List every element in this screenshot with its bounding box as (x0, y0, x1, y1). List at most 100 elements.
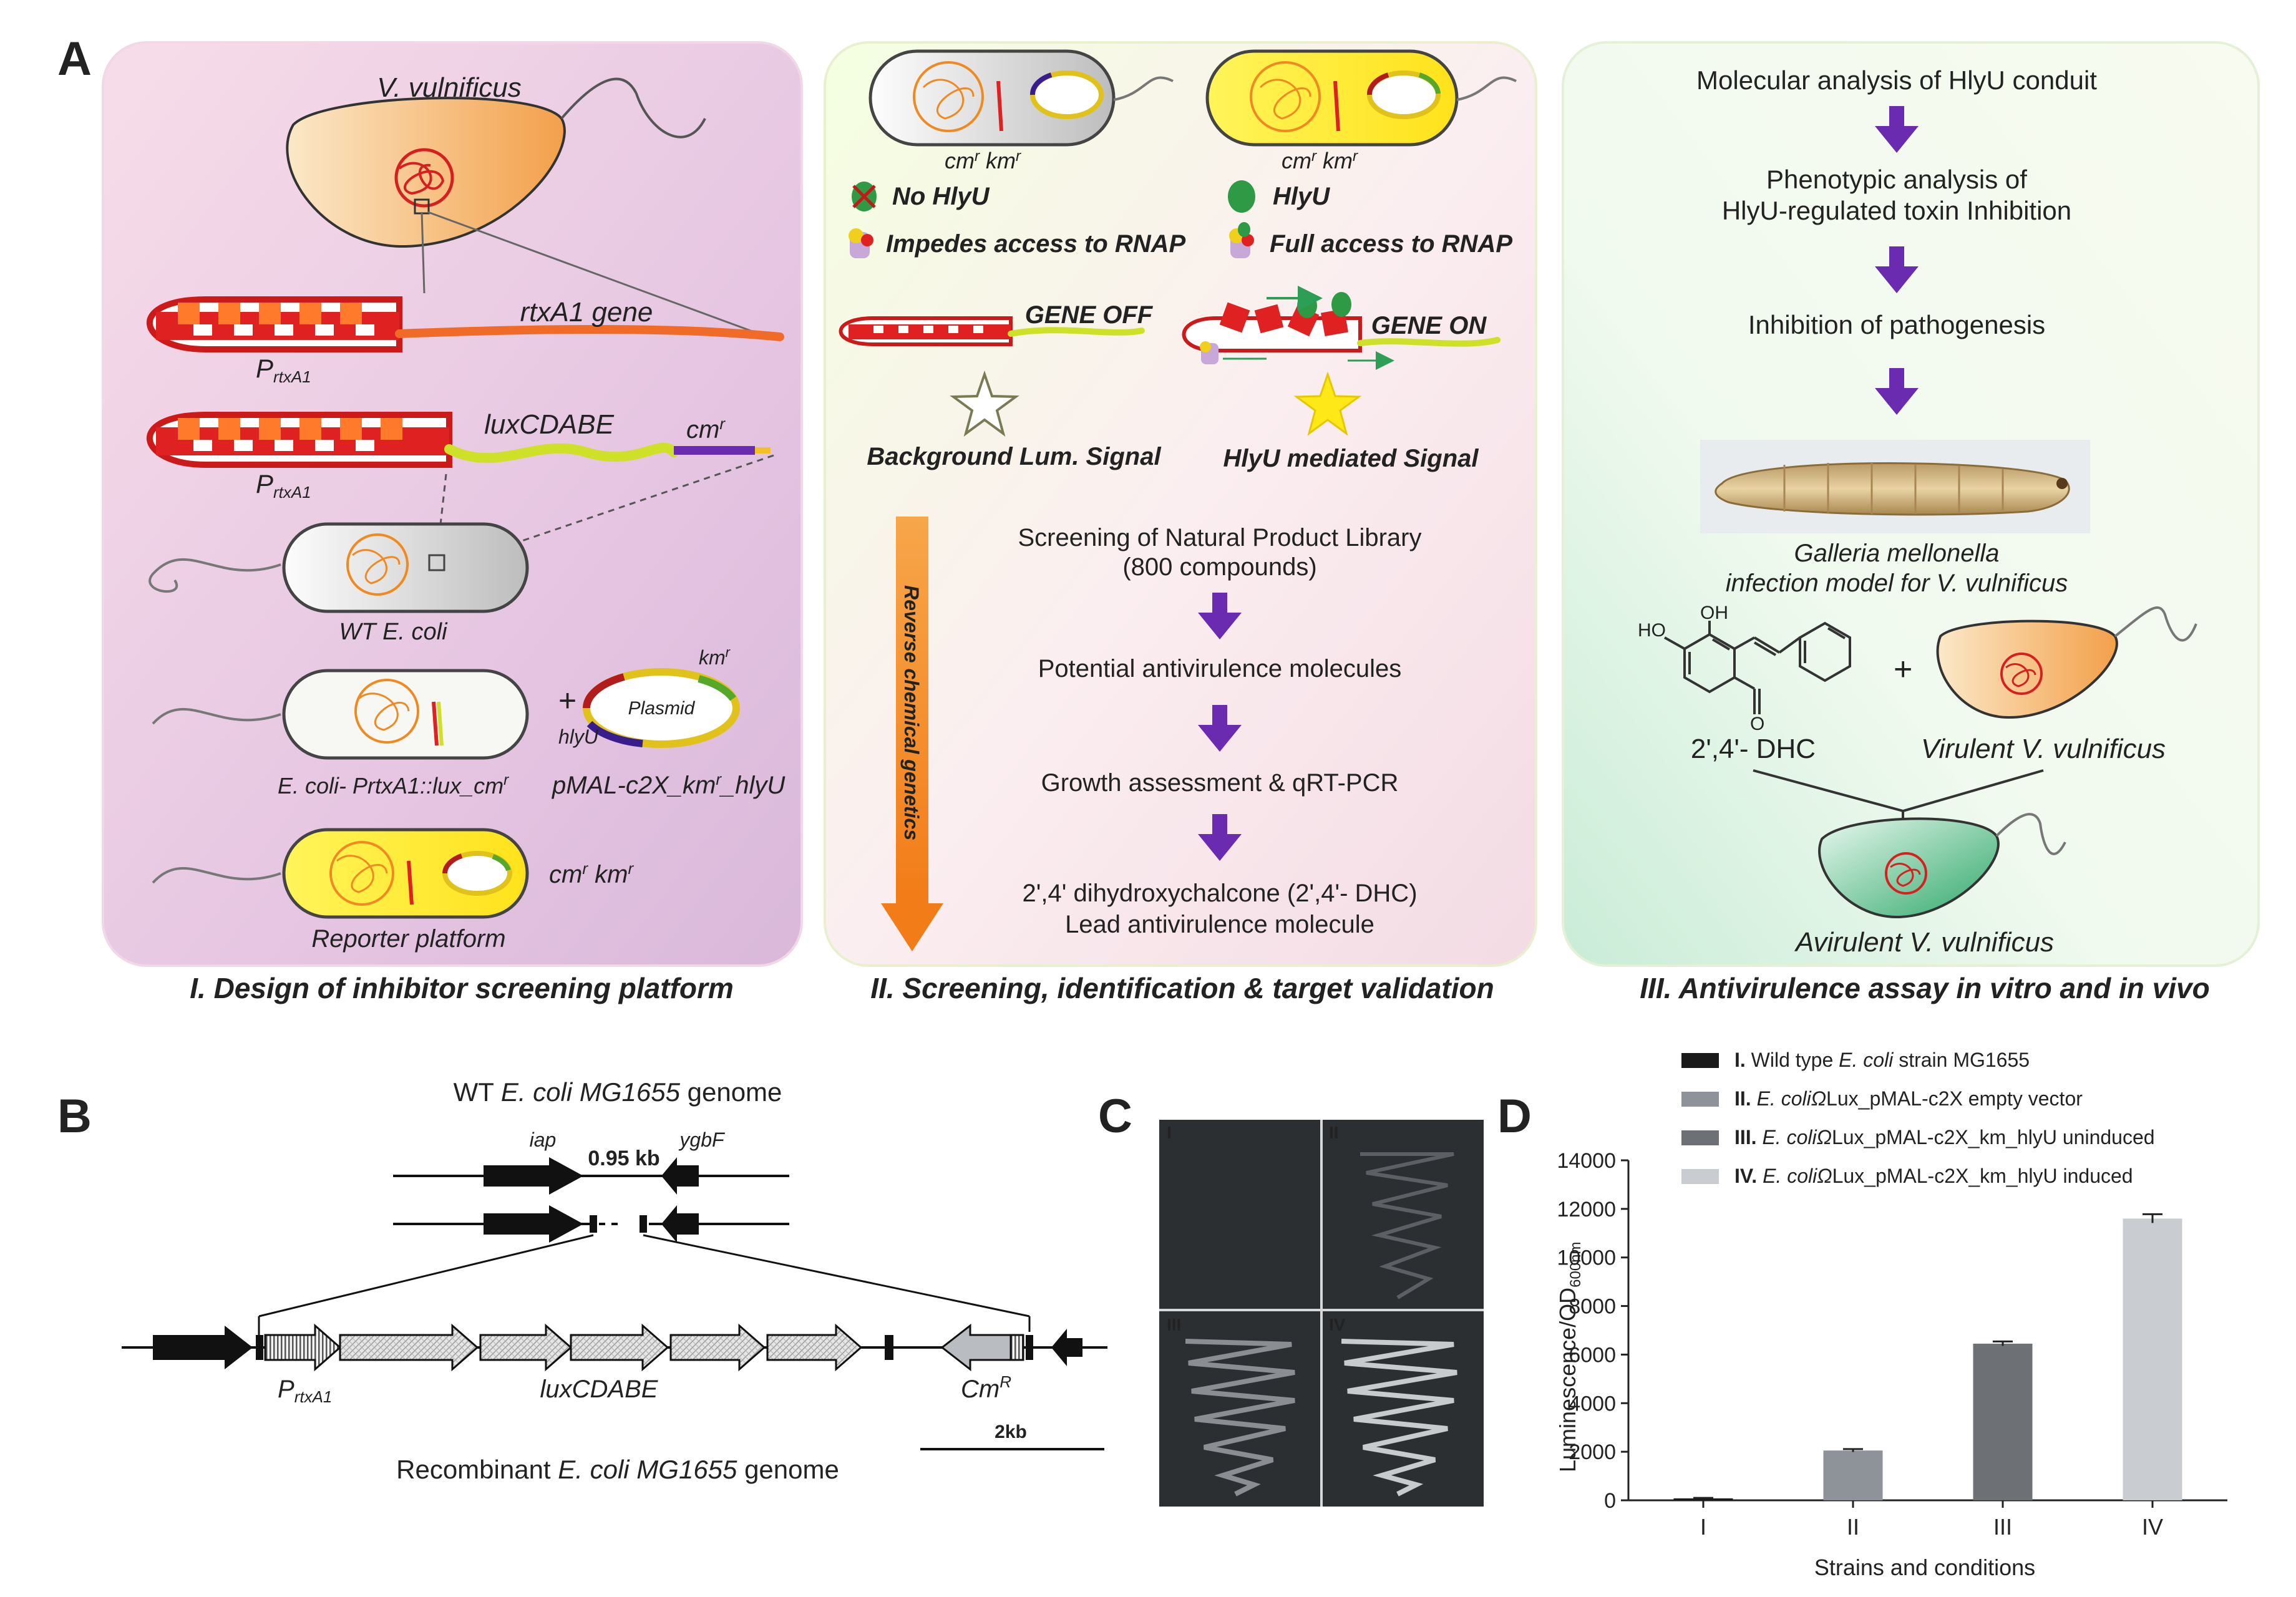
prtxa1-label: PrtxA1 (278, 1376, 332, 1406)
plasmid-icon (583, 668, 740, 748)
star-outline-icon (950, 370, 1019, 437)
step-phenotypic-label: Phenotypic analysis of (1766, 165, 2027, 194)
pmal-label: pMAL-c2X_kmr_hlyU (552, 770, 786, 799)
bar (1673, 1498, 1733, 1500)
y-tick-label: 4000 (1569, 1392, 1616, 1415)
down-arrow-icon (1198, 814, 1242, 861)
zoom-line (421, 211, 426, 294)
y-axis-label: Luminescence/OD600nm (1555, 1241, 1584, 1472)
wt-genome-map (393, 1157, 789, 1195)
y-tick-label: 14000 (1557, 1149, 1616, 1173)
gene-on-promoter-icon (1182, 286, 1501, 370)
cm-label: cmr (686, 414, 726, 444)
step-screening-count: (800 compounds) (1122, 553, 1316, 581)
y-tick-label: 10000 (1557, 1246, 1616, 1270)
down-arrow-icon (1875, 368, 1919, 415)
ecoli-construct-icon (152, 669, 529, 760)
cmkm-label-left: cmr kmr (945, 148, 1021, 173)
ygbf-label: ygbF (678, 1129, 726, 1151)
avirulent-vibrio-icon (1818, 813, 2066, 919)
ho-label: HO (1638, 620, 1666, 641)
step-potential-label: Potential antivirulence molecules (1038, 655, 1402, 682)
gene-off-promoter-icon (839, 316, 1145, 346)
promoter-label-2: PrtxA1 (256, 469, 311, 502)
rnap-full-icon (1229, 222, 1254, 258)
luminescence-plate-image (1159, 1120, 1484, 1507)
y-tick-label: 2000 (1569, 1440, 1616, 1464)
step-molecular-label: Molecular analysis of HlyU conduit (1696, 66, 2097, 95)
recombinant-genome-map (122, 1316, 1107, 1372)
legend-swatch (1681, 1130, 1719, 1145)
galleria-desc: infection model for V. vulnificus (1726, 570, 2068, 597)
y-tick-label: 8000 (1569, 1295, 1616, 1319)
lux-gene-icon (444, 442, 679, 464)
panel-c-letter: C (1098, 1090, 1132, 1143)
promoter-label-1: PrtxA1 (256, 354, 311, 386)
rtxa1-promoter-icon (147, 412, 452, 468)
gene-off-label: GENE OFF (1025, 301, 1154, 329)
gap-label: 0.95 kb (588, 1147, 659, 1170)
plus-icon: + (558, 683, 576, 718)
galleria-photo (1700, 440, 2090, 533)
reporter-cmkm-label: cmr kmr (549, 859, 634, 888)
dhc-label: 2',4'- DHC (1691, 734, 1816, 764)
ecoli-hlyu-cell-icon (1205, 49, 1517, 147)
impedes-label: Impedes access to RNAP (886, 230, 1186, 258)
caption-col1: I. Design of inhibitor screening platfor… (190, 972, 734, 1004)
scale-label: 2kb (995, 1422, 1027, 1442)
step-growth-label: Growth assessment & qRT-PCR (1041, 769, 1399, 797)
quadrant-label: IV (1329, 1315, 1346, 1334)
down-arrow-icon (1198, 705, 1242, 752)
y-tick-label: 0 (1604, 1489, 1616, 1513)
x-tick-label: IV (2142, 1514, 2163, 1540)
hlyu-label: hlyU (558, 726, 599, 748)
panel-b-letter: B (57, 1090, 92, 1143)
legend-entry: III. E. coliΩLux_pMAL-c2X_km_hlyU unindu… (1734, 1126, 2155, 1148)
x-tick-label: II (1847, 1514, 1859, 1540)
panel-d-letter: D (1497, 1090, 1532, 1143)
down-arrow-icon (1198, 593, 1242, 639)
bar (1823, 1450, 1883, 1500)
virulent-label: Virulent V. vulnificus (1921, 734, 2166, 764)
insertion-genome-map (393, 1205, 789, 1243)
legend-entry: I. Wild type E. coli strain MG1655 (1734, 1049, 2030, 1071)
quadrant-label: I (1167, 1123, 1172, 1142)
y-tick-label: 6000 (1569, 1343, 1616, 1367)
cmkm-label-right: cmr kmr (1282, 148, 1358, 173)
avirulent-label: Avirulent V. vulnificus (1794, 927, 2054, 958)
x-axis-label: Strains and conditions (1814, 1555, 2035, 1580)
legend-entry: II. E. coliΩLux_pMAL-c2X empty vector (1734, 1087, 2083, 1110)
legend-swatch (1681, 1092, 1719, 1107)
rtx-gene-label: rtxA1 gene (520, 297, 653, 328)
reverse-genetics-arrow (881, 517, 943, 951)
virulent-vibrio-icon (1936, 606, 2197, 719)
cmr-label: CmR (961, 1372, 1011, 1403)
caption-col2: II. Screening, identification & target v… (870, 972, 1494, 1004)
down-arrow-icon (1875, 246, 1919, 293)
quadrant-label: II (1329, 1123, 1339, 1142)
wt-ecoli-label: WT E. coli (339, 619, 448, 645)
x-tick-label: I (1700, 1514, 1706, 1540)
no-hlyu-label: No HlyU (892, 183, 990, 210)
reporter-cell-icon (152, 828, 529, 919)
step-screening-label: Screening of Natural Product Library (1018, 524, 1422, 551)
bg-signal-label: Background Lum. Signal (867, 443, 1161, 470)
step-phenotypic-desc: HlyU-regulated toxin Inhibition (1722, 196, 2071, 225)
galleria-label: Galleria mellonella (1794, 540, 1999, 567)
legend-entry: IV. E. coliΩLux_pMAL-c2X_km_hlyU induced (1734, 1165, 2133, 1187)
gene-on-label: GENE ON (1371, 312, 1487, 339)
down-arrow-icon (1875, 106, 1919, 153)
step-lead-desc: Lead antivirulence molecule (1065, 911, 1374, 938)
plus-icon: + (1894, 651, 1912, 687)
ecoli-cell-icon (148, 522, 529, 613)
hlyu-signal-label: HlyU mediated Signal (1223, 445, 1479, 472)
plasmid-label: Plasmid (628, 698, 696, 719)
zoom-line (427, 211, 768, 338)
bar (2123, 1218, 2182, 1500)
oh-label: OH (1700, 603, 1728, 623)
hlyu-protein-icon (1228, 180, 1255, 213)
panel-a-letter: A (57, 32, 92, 85)
caption-col3: III. Antivirulence assay in vitro and in… (1640, 972, 2209, 1004)
